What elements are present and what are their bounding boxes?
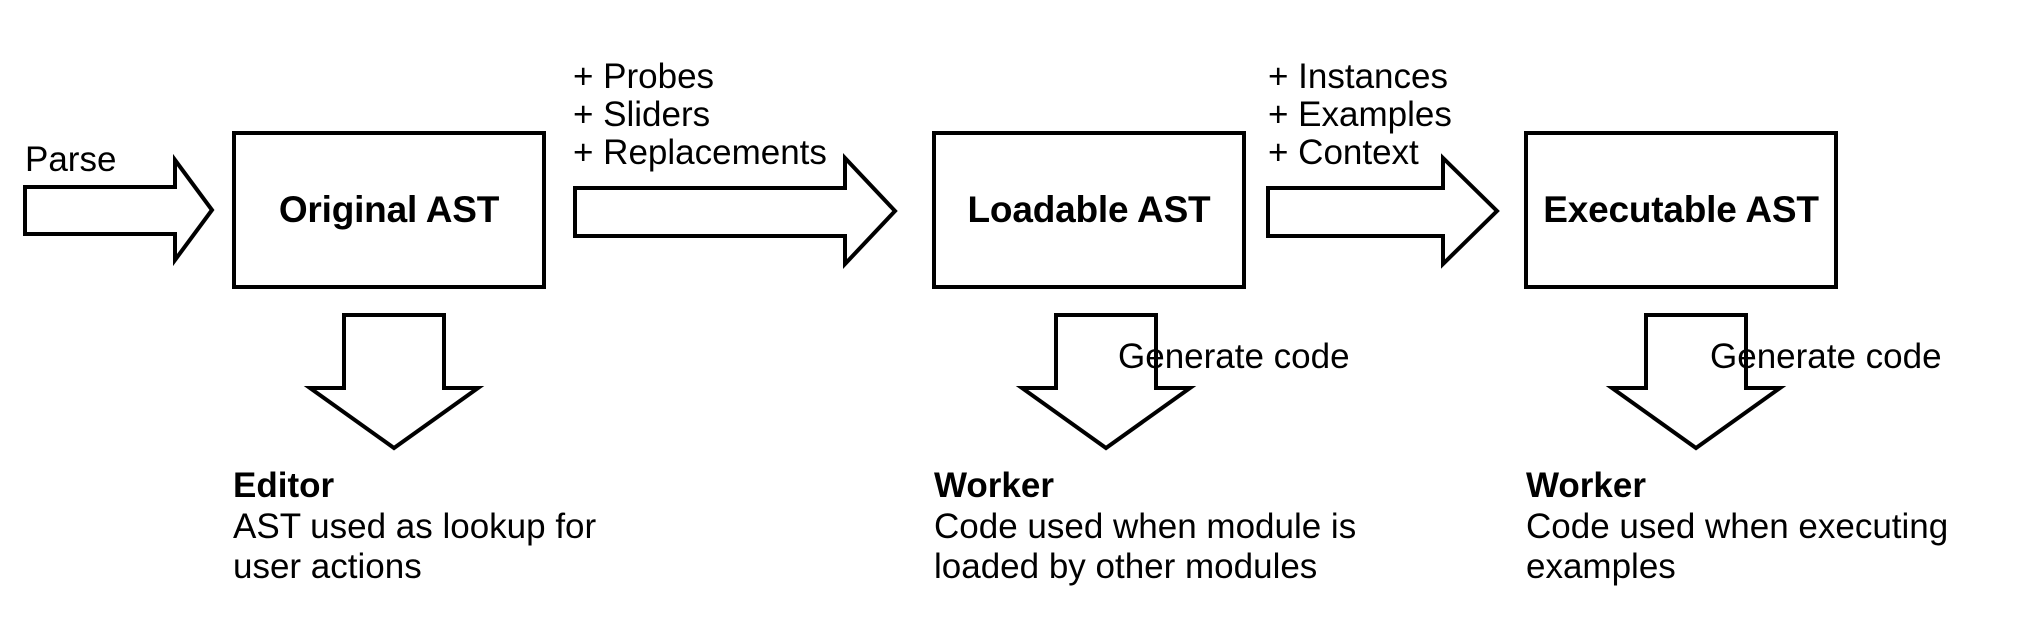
caption-editor-title: Editor [233,466,335,505]
loadable-down-arrow-label: Generate code [1118,337,1350,376]
loadable-to-executable-arrow-label: + Instances + Examples + Context [1268,57,1452,172]
node-executable-ast-label: Executable AST [1543,189,1819,230]
executable-down-arrow-label: Generate code [1710,337,1942,376]
node-original-ast[interactable]: Original AST [232,131,546,289]
node-loadable-ast-label: Loadable AST [967,189,1211,230]
caption-worker-loaded-body: Code used when module is loaded by other… [934,506,1357,587]
loadable-down-arrow-shape [1015,313,1197,451]
caption-worker-executing-title: Worker [1526,466,1646,505]
caption-worker-executing: Worker Code used when executing examples [1526,466,1948,588]
node-original-ast-label: Original AST [278,189,500,230]
loadable-to-executable-arrow-shape [1266,153,1500,269]
caption-worker-loaded-title: Worker [934,466,1054,505]
caption-editor-body: AST used as lookup for user actions [233,506,597,587]
original-to-loadable-arrow-label: + Probes + Sliders + Replacements [573,57,827,172]
parse-arrow-label: Parse [25,140,117,179]
executable-down-arrow-shape [1605,313,1787,451]
caption-worker-loaded: Worker Code used when module is loaded b… [934,466,1356,588]
caption-editor: Editor AST used as lookup for user actio… [233,466,596,588]
original-to-loadable-arrow-shape [573,152,898,270]
caption-worker-executing-body: Code used when executing examples [1526,506,1949,587]
original-down-arrow-shape [303,313,485,451]
node-executable-ast[interactable]: Executable AST [1524,131,1838,289]
node-loadable-ast[interactable]: Loadable AST [932,131,1246,289]
parse-arrow-shape [23,153,215,267]
